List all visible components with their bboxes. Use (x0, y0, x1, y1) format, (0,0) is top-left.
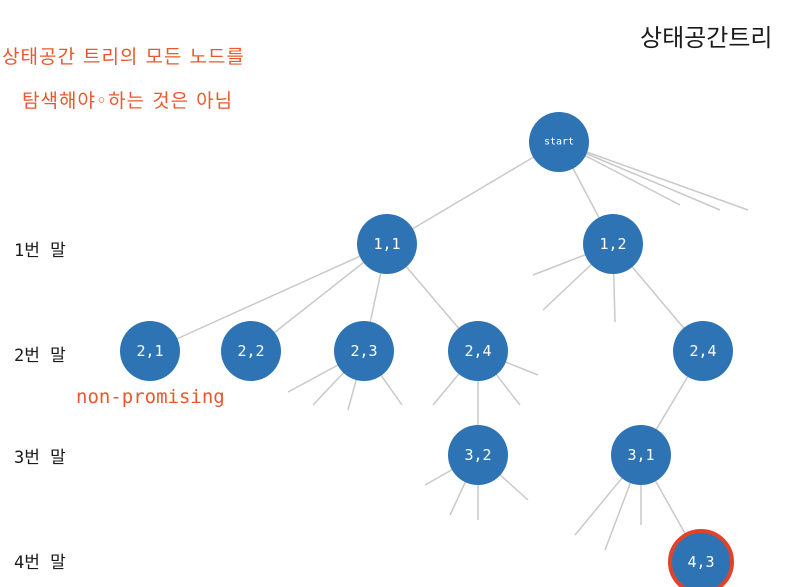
level-label-2: 2번 말 (14, 346, 66, 366)
level-label-4: 4번 말 (14, 553, 66, 573)
node-start: start (529, 112, 589, 172)
node-4-3-label: 4,3 (687, 553, 714, 571)
node-2-2-label: 2,2 (237, 342, 264, 360)
node-3-2: 3,2 (448, 425, 508, 485)
node-2-4-left: 2,4 (448, 321, 508, 381)
node-1-1: 1,1 (357, 214, 417, 274)
level-label-1: 1번 말 (14, 241, 66, 261)
node-4-3: 4,3 (668, 529, 734, 587)
node-3-1: 3,1 (611, 425, 671, 485)
node-2-3: 2,3 (334, 321, 394, 381)
edge-start-stub-3 (558, 141, 749, 211)
non-promising-label: non-promising (76, 386, 225, 408)
node-2-4-right: 2,4 (673, 321, 733, 381)
note-line-1: 상태공간 트리의 모든 노드를 (2, 46, 245, 68)
edge-11-21 (149, 243, 388, 352)
node-3-1-label: 3,1 (627, 446, 654, 464)
node-2-1-label: 2,1 (136, 342, 163, 360)
node-2-1: 2,1 (120, 321, 180, 381)
node-1-2-label: 1,2 (599, 235, 626, 253)
node-2-3-label: 2,3 (350, 342, 377, 360)
node-2-2: 2,2 (221, 321, 281, 381)
note-line-2: 탐색해야◦하는 것은 아님 (22, 90, 234, 112)
node-2-4-right-label: 2,4 (689, 342, 716, 360)
page-title: 상태공간트리 (640, 24, 773, 52)
level-label-3: 3번 말 (14, 448, 66, 468)
node-1-1-label: 1,1 (373, 235, 400, 253)
edge-start-11 (386, 141, 560, 245)
node-start-label: start (544, 137, 574, 148)
node-1-2: 1,2 (583, 214, 643, 274)
node-2-4-left-label: 2,4 (464, 342, 491, 360)
node-3-2-label: 3,2 (464, 446, 491, 464)
